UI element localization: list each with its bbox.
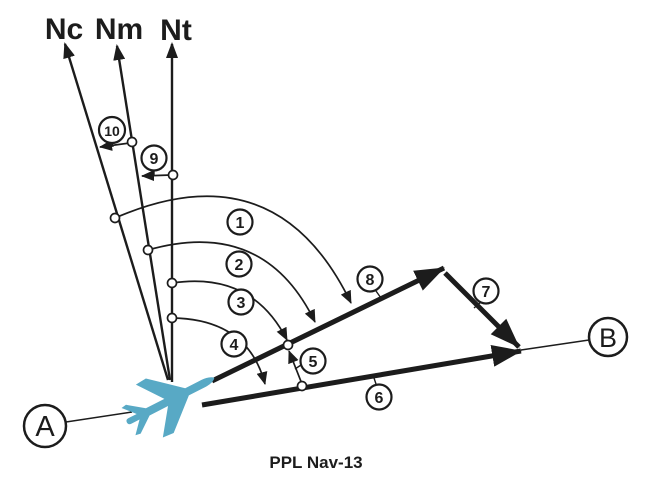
angle-arc-4: [171, 317, 268, 385]
compass-north-line: [63, 42, 170, 381]
node-on-track-line: [296, 380, 308, 392]
aircraft-icon: [121, 377, 215, 438]
node-angle-10: [126, 136, 138, 148]
badge-4-number: 4: [230, 337, 239, 354]
badge-5-number: 5: [309, 354, 318, 371]
route-line-from-a: [65, 411, 133, 423]
badge-1-circle: [226, 208, 254, 236]
badge-2-number: 2: [235, 257, 244, 274]
angle-badge-1: 1: [226, 208, 254, 236]
badge-4-circle: [220, 330, 248, 358]
angle-badge-10: 10: [97, 115, 127, 145]
badge-3-number: 3: [237, 295, 246, 312]
compass-north-label: Nc: [45, 13, 83, 46]
waypoint-b-letter: B: [599, 323, 617, 353]
angle-10-arrow: [99, 139, 131, 151]
badge-7-circle: [472, 277, 500, 305]
true-north-label: Nt: [160, 14, 192, 47]
badge-10-circle: [97, 115, 127, 145]
label-5-leader: [294, 364, 302, 370]
node-on-heading-line: [282, 339, 294, 351]
node-angle-9: [167, 169, 179, 181]
angle-badge-2: 2: [225, 250, 253, 278]
north-reference-lines: Nc Nm Nt: [45, 13, 192, 382]
angle-badge-3: 3: [227, 288, 255, 316]
label-6-leader: [372, 374, 377, 385]
waypoint-b-circle: [587, 316, 629, 358]
waypoint-b-badge: B: [587, 316, 629, 358]
badge-9-circle: [140, 144, 168, 172]
label-8-leader: [375, 290, 382, 299]
waypoint-a-badge: A: [22, 403, 68, 449]
angle-badge-6: 6: [365, 383, 393, 411]
angle-arc-2: [147, 241, 316, 323]
node-on-compass-line: [109, 212, 121, 224]
route-line-to-b: [520, 339, 590, 351]
reference-nodes: [109, 136, 308, 392]
heading-vector-line: [210, 265, 446, 384]
badge-2-circle: [225, 250, 253, 278]
magnetic-north-label: Nm: [95, 13, 143, 46]
badge-8-circle: [356, 265, 384, 293]
waypoint-a-letter: A: [35, 411, 55, 443]
angle-badge-4: 4: [220, 330, 248, 358]
angle-badge-8: 8: [356, 265, 384, 293]
drift-angle-arrow: [288, 350, 303, 385]
wind-vector-line: [443, 271, 521, 349]
angle-9-arrow: [141, 170, 172, 182]
badge-9-number: 9: [150, 151, 159, 168]
angle-badge-7: 7: [472, 277, 500, 305]
angle-arc-1: [114, 195, 352, 304]
angle-badge-5: 5: [299, 347, 327, 375]
badge-6-number: 6: [375, 390, 384, 407]
node-on-true-line-upper: [166, 277, 178, 289]
badge-6-circle: [365, 383, 393, 411]
waypoint-a-circle: [22, 403, 68, 449]
badge-10-number: 10: [104, 123, 120, 139]
angle-badge-9: 9: [140, 144, 168, 172]
badge-5-circle: [299, 347, 327, 375]
node-on-true-line-lower: [166, 312, 178, 324]
badge-3-circle: [227, 288, 255, 316]
badge-1-number: 1: [236, 215, 245, 232]
figure-caption: PPL Nav-13: [269, 453, 362, 472]
track-vector-line: [201, 344, 522, 408]
badge-8-number: 8: [366, 272, 375, 289]
node-on-magnetic-line: [142, 244, 154, 256]
badge-7-number: 7: [482, 284, 491, 301]
magnetic-north-line: [113, 44, 172, 381]
